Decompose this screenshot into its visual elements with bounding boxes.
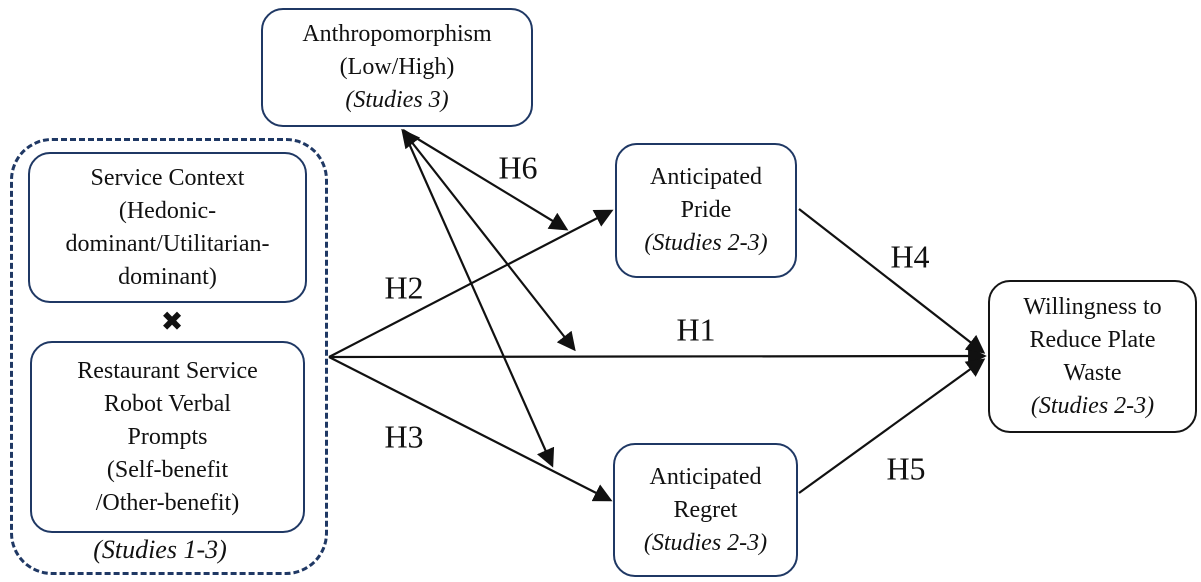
arrow-h5 xyxy=(798,358,986,494)
node-robot-prompts-line5: /Other-benefit) xyxy=(95,489,240,516)
arrow-h3 xyxy=(328,356,613,502)
arrow-h6-on-h3 xyxy=(401,129,555,468)
node-anthropomorphism-studies: (Studies 3) xyxy=(345,87,449,113)
node-willingness-line3: Waste xyxy=(1063,359,1122,386)
hypothesis-label-h6: H6 xyxy=(498,149,538,186)
arrow-h6-on-h1 xyxy=(401,128,576,352)
hypothesis-label-h3: H3 xyxy=(384,418,424,455)
node-anticipated-pride-line1: Anticipated xyxy=(650,164,762,190)
arrow-h4 xyxy=(798,208,986,354)
node-robot-prompts-line3: Prompts xyxy=(127,423,208,450)
hypothesis-label-h4: H4 xyxy=(890,238,930,275)
node-anticipated-regret-line1: Anticipated xyxy=(649,463,762,490)
node-service-context-line4: dominant) xyxy=(118,263,217,290)
node-service-context-line2: (Hedonic- xyxy=(118,197,217,224)
node-anticipated-pride-line2: Pride xyxy=(680,197,732,223)
node-robot-prompts-line1: Restaurant Service xyxy=(77,357,258,384)
node-anticipated-regret-line2: Regret xyxy=(673,496,738,523)
hypothesis-label-h1: H1 xyxy=(676,311,716,348)
node-service-context: Service Context (Hedonic- dominant/Utili… xyxy=(28,152,307,303)
node-anthropomorphism-line2: (Low/High) xyxy=(339,54,455,80)
independent-variables-group xyxy=(10,138,328,575)
node-robot-prompts: Restaurant Service Robot Verbal Prompts … xyxy=(30,341,305,533)
arrow-h1 xyxy=(328,346,987,366)
node-willingness-studies: (Studies 2-3) xyxy=(1030,392,1155,419)
node-robot-prompts-line4: (Self-benefit xyxy=(106,456,229,483)
node-anthropomorphism: Anthropomorphism (Low/High) (Studies 3) xyxy=(261,8,533,127)
node-service-context-line3: dominant/Utilitarian- xyxy=(65,230,270,257)
node-robot-prompts-line2: Robot Verbal xyxy=(104,390,231,417)
interaction-times-icon: ✖ xyxy=(160,306,184,338)
node-anticipated-pride: Anticipated Pride (Studies 2-3) xyxy=(615,143,797,278)
hypothesis-label-h5: H5 xyxy=(886,450,926,487)
node-anticipated-regret-studies: (Studies 2-3) xyxy=(643,529,768,556)
hypothesis-label-h2: H2 xyxy=(384,269,424,306)
node-willingness-line1: Willingness to xyxy=(1023,293,1162,320)
node-anticipated-pride-studies: (Studies 2-3) xyxy=(644,230,768,256)
node-anticipated-regret: Anticipated Regret (Studies 2-3) xyxy=(613,443,798,577)
arrow-h2 xyxy=(328,209,614,358)
node-anthropomorphism-line1: Anthropomorphism xyxy=(302,21,492,47)
node-service-context-line1: Service Context xyxy=(90,164,245,191)
node-willingness-to-reduce-plate-waste: Willingness to Reduce Plate Waste (Studi… xyxy=(988,280,1197,433)
independent-group-studies-caption: (Studies 1-3) xyxy=(93,535,227,564)
arrow-h6-on-h2 xyxy=(402,129,569,231)
node-willingness-line2: Reduce Plate xyxy=(1029,326,1156,353)
